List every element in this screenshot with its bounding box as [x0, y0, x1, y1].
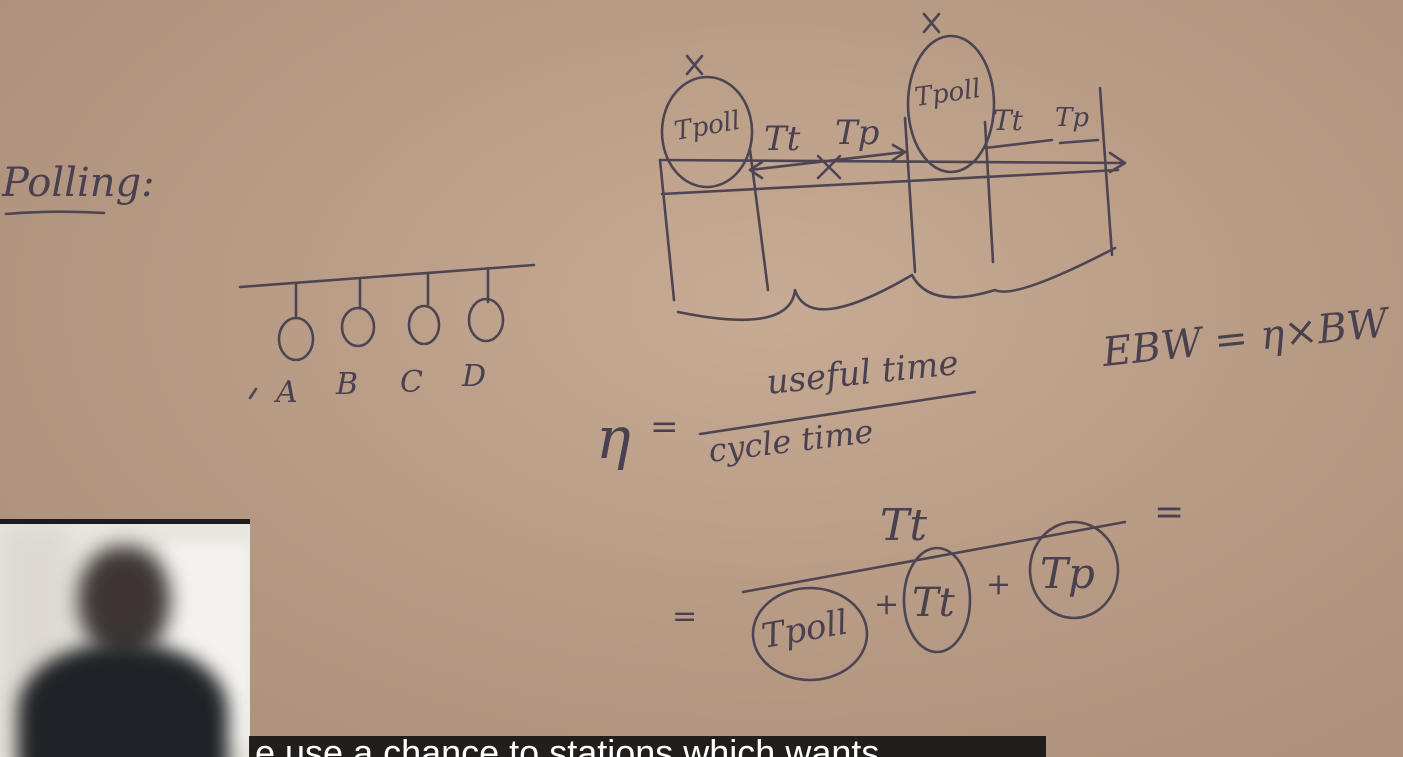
timeline-diagram: Tpoll Tpoll Tt Tp Tt Tp — [658, 12, 1127, 322]
tt-circle — [902, 546, 972, 654]
presenter-head — [78, 546, 170, 658]
station-label-d: D — [461, 359, 486, 394]
subtitle-caption: e use a chance to stations which wants — [249, 736, 1046, 757]
timeline-tt-label-2: Tt — [993, 104, 1024, 137]
tp-circle — [1028, 520, 1120, 620]
tpoll-circle — [751, 586, 869, 682]
heading-polling: Polling: — [1, 160, 155, 206]
timeline-tt-label-1: Tt — [764, 119, 801, 159]
presenter-webcam-overlay — [0, 519, 250, 757]
timeline-tp-label-1: Tp — [835, 113, 879, 153]
bus-diagram: A B C D — [238, 263, 536, 410]
heading-underline — [4, 210, 106, 216]
efficiency-formula: η = useful time cycle time — [596, 343, 977, 472]
eta-equals: = — [650, 407, 679, 447]
presenter-body — [18, 644, 228, 757]
station-node-a — [277, 316, 315, 362]
cross-mark-2 — [922, 12, 941, 34]
timeline-poll-label-2: Tpoll — [913, 74, 983, 113]
cross-mark-1 — [685, 54, 704, 76]
poll-circle-2 — [906, 34, 996, 174]
plus-sign-2: + — [986, 567, 1011, 602]
effective-bandwidth: EBW = η×BW — [1099, 300, 1393, 376]
expanded-formula: Tt = Tpoll + Tt + Tp = — [672, 492, 1184, 682]
timeline-poll-label-1: Tpoll — [672, 106, 742, 147]
eta-symbol: η — [596, 404, 631, 472]
station-node-b — [340, 306, 376, 348]
denominator-term-tpoll: Tpoll — [759, 602, 851, 656]
expanded-numerator: Tt — [880, 500, 927, 551]
station-node-d — [467, 297, 505, 343]
plus-sign-1: + — [874, 587, 899, 622]
poll-circle-1 — [660, 75, 754, 189]
timeline-tp-label-2: Tp — [1055, 103, 1089, 133]
station-label-b: B — [335, 367, 358, 402]
station-label-a: A — [273, 375, 298, 410]
station-node-c — [407, 304, 441, 346]
expanded-trailing-equals: = — [1154, 492, 1184, 533]
denominator-term-tt: Tt — [912, 580, 956, 626]
station-a-check — [248, 387, 258, 400]
numerator-useful-time: useful time — [765, 343, 961, 403]
denominator-term-tp: Tp — [1040, 549, 1095, 598]
expanded-leading-equals: = — [672, 599, 697, 634]
station-label-c: C — [400, 365, 423, 400]
